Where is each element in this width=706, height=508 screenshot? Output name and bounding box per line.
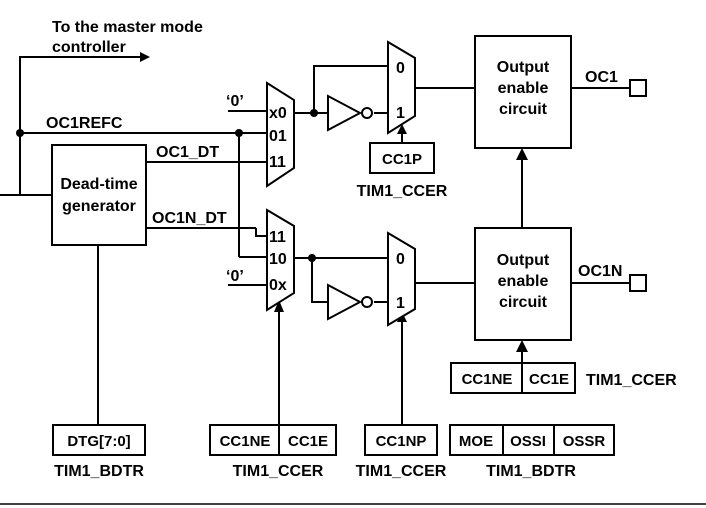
dtg-box	[52, 424, 146, 456]
oc1-label: OC1	[585, 69, 618, 86]
mux2-to-inv2-wire	[311, 258, 328, 303]
mux2-input-label: 0x	[269, 277, 287, 294]
junction-dot	[235, 129, 243, 137]
cc1p-label: CC1P	[382, 151, 422, 168]
output-enable-oc1	[474, 35, 572, 149]
oe1-label: enable	[498, 80, 549, 97]
oe2-to-oe1-arrow-icon	[516, 148, 528, 160]
cc1np-box	[364, 424, 438, 456]
oe2-label: Output	[497, 252, 550, 269]
mux2-input-label: 10	[269, 251, 287, 268]
polarity-mux-oc1	[387, 40, 416, 135]
inverter-oc1n-bubble	[361, 296, 373, 308]
zero-bottom-label: ‘0’	[226, 268, 244, 285]
dead-time-generator	[51, 144, 147, 246]
moe-label: MOE	[459, 433, 493, 450]
mux2-input-label: 11	[269, 229, 286, 246]
ccer-top-to-oe2-arrow-icon	[516, 340, 528, 352]
zero-top-label: ‘0’	[226, 93, 244, 110]
junction-dot	[310, 109, 318, 117]
oc1n-dt-label: OC1N_DT	[152, 210, 227, 227]
ccer-top-reg-label: TIM1_CCER	[586, 372, 677, 389]
mux-oc1	[266, 81, 295, 188]
bdtr-box	[449, 424, 615, 456]
oc1n-pin	[629, 274, 647, 292]
oe1-label: circuit	[499, 101, 548, 118]
cc1p-box	[369, 142, 435, 174]
dtg-reg-label: TIM1_BDTR	[54, 463, 144, 480]
master-mode-label: To the master mode	[52, 19, 203, 36]
cc1p-arrow-icon	[397, 124, 407, 134]
junctions	[16, 109, 318, 262]
pol2-input-label: 1	[396, 295, 405, 312]
pol1-input-label: 1	[396, 105, 405, 122]
inverter-oc1n-icon	[327, 283, 363, 321]
master-mode-label: controller	[52, 39, 126, 56]
labels: To the master mode controller OC1REFC OC…	[46, 19, 622, 312]
inverter-oc1-bubble	[361, 107, 373, 119]
master-mode-wire	[19, 56, 140, 195]
mux1-input-label: 01	[269, 128, 287, 145]
oe1-label: Output	[497, 59, 550, 76]
cc1ne-label: CC1NE	[462, 371, 513, 388]
junction-dot	[16, 129, 24, 137]
oc1-pin	[629, 79, 647, 97]
dtg-label: DTG[7:0]	[67, 433, 130, 450]
pol2-input-label: 0	[396, 251, 405, 268]
cc1np-label: CC1NP	[376, 433, 427, 450]
mux1-input-label: 11	[269, 154, 286, 171]
oc1-dt-label: OC1_DT	[156, 144, 219, 161]
mux1-input-label: x0	[269, 105, 287, 122]
oc1refc-label: OC1REFC	[46, 115, 123, 132]
cc1np-reg-label: TIM1_CCER	[356, 463, 447, 480]
output-enable-oc1n	[474, 227, 572, 341]
pol1-input-label: 0	[396, 60, 405, 77]
cc1p-reg-label: TIM1_CCER	[357, 183, 448, 200]
ccer-mux-arrow-icon	[274, 300, 284, 312]
ccer-mux-reg-label: TIM1_CCER	[233, 463, 324, 480]
dead-time-label: Dead-time	[60, 176, 137, 193]
polarity-mux-oc1n	[387, 231, 416, 327]
bdtr-reg-label: TIM1_BDTR	[486, 463, 576, 480]
dead-time-label: generator	[62, 198, 136, 215]
mux1-to-pol1-0-wire	[313, 65, 388, 113]
register-labels: CC1P TIM1_CCER CC1NE CC1E TIM1_CCER DTG[…	[54, 151, 677, 480]
oe2-label: enable	[498, 273, 549, 290]
ossr-label: OSSR	[563, 433, 606, 450]
ccer-mux-box	[209, 424, 337, 456]
oc1n-label: OC1N	[578, 263, 622, 280]
master-mode-arrow-icon	[140, 52, 150, 62]
inverter-oc1-icon	[327, 94, 363, 132]
cc1e-mux-label: CC1E	[288, 433, 328, 450]
cc1e-label: CC1E	[529, 371, 569, 388]
oe2-label: circuit	[499, 294, 548, 311]
junction-dot	[308, 254, 316, 262]
cc1ne-mux-label: CC1NE	[220, 433, 271, 450]
wires	[0, 52, 706, 505]
mux-oc1n	[266, 208, 295, 312]
oc1n-dt-to-mux2-wire	[255, 228, 267, 237]
ossi-label: OSSI	[510, 433, 546, 450]
ccer-top-box	[450, 362, 576, 394]
